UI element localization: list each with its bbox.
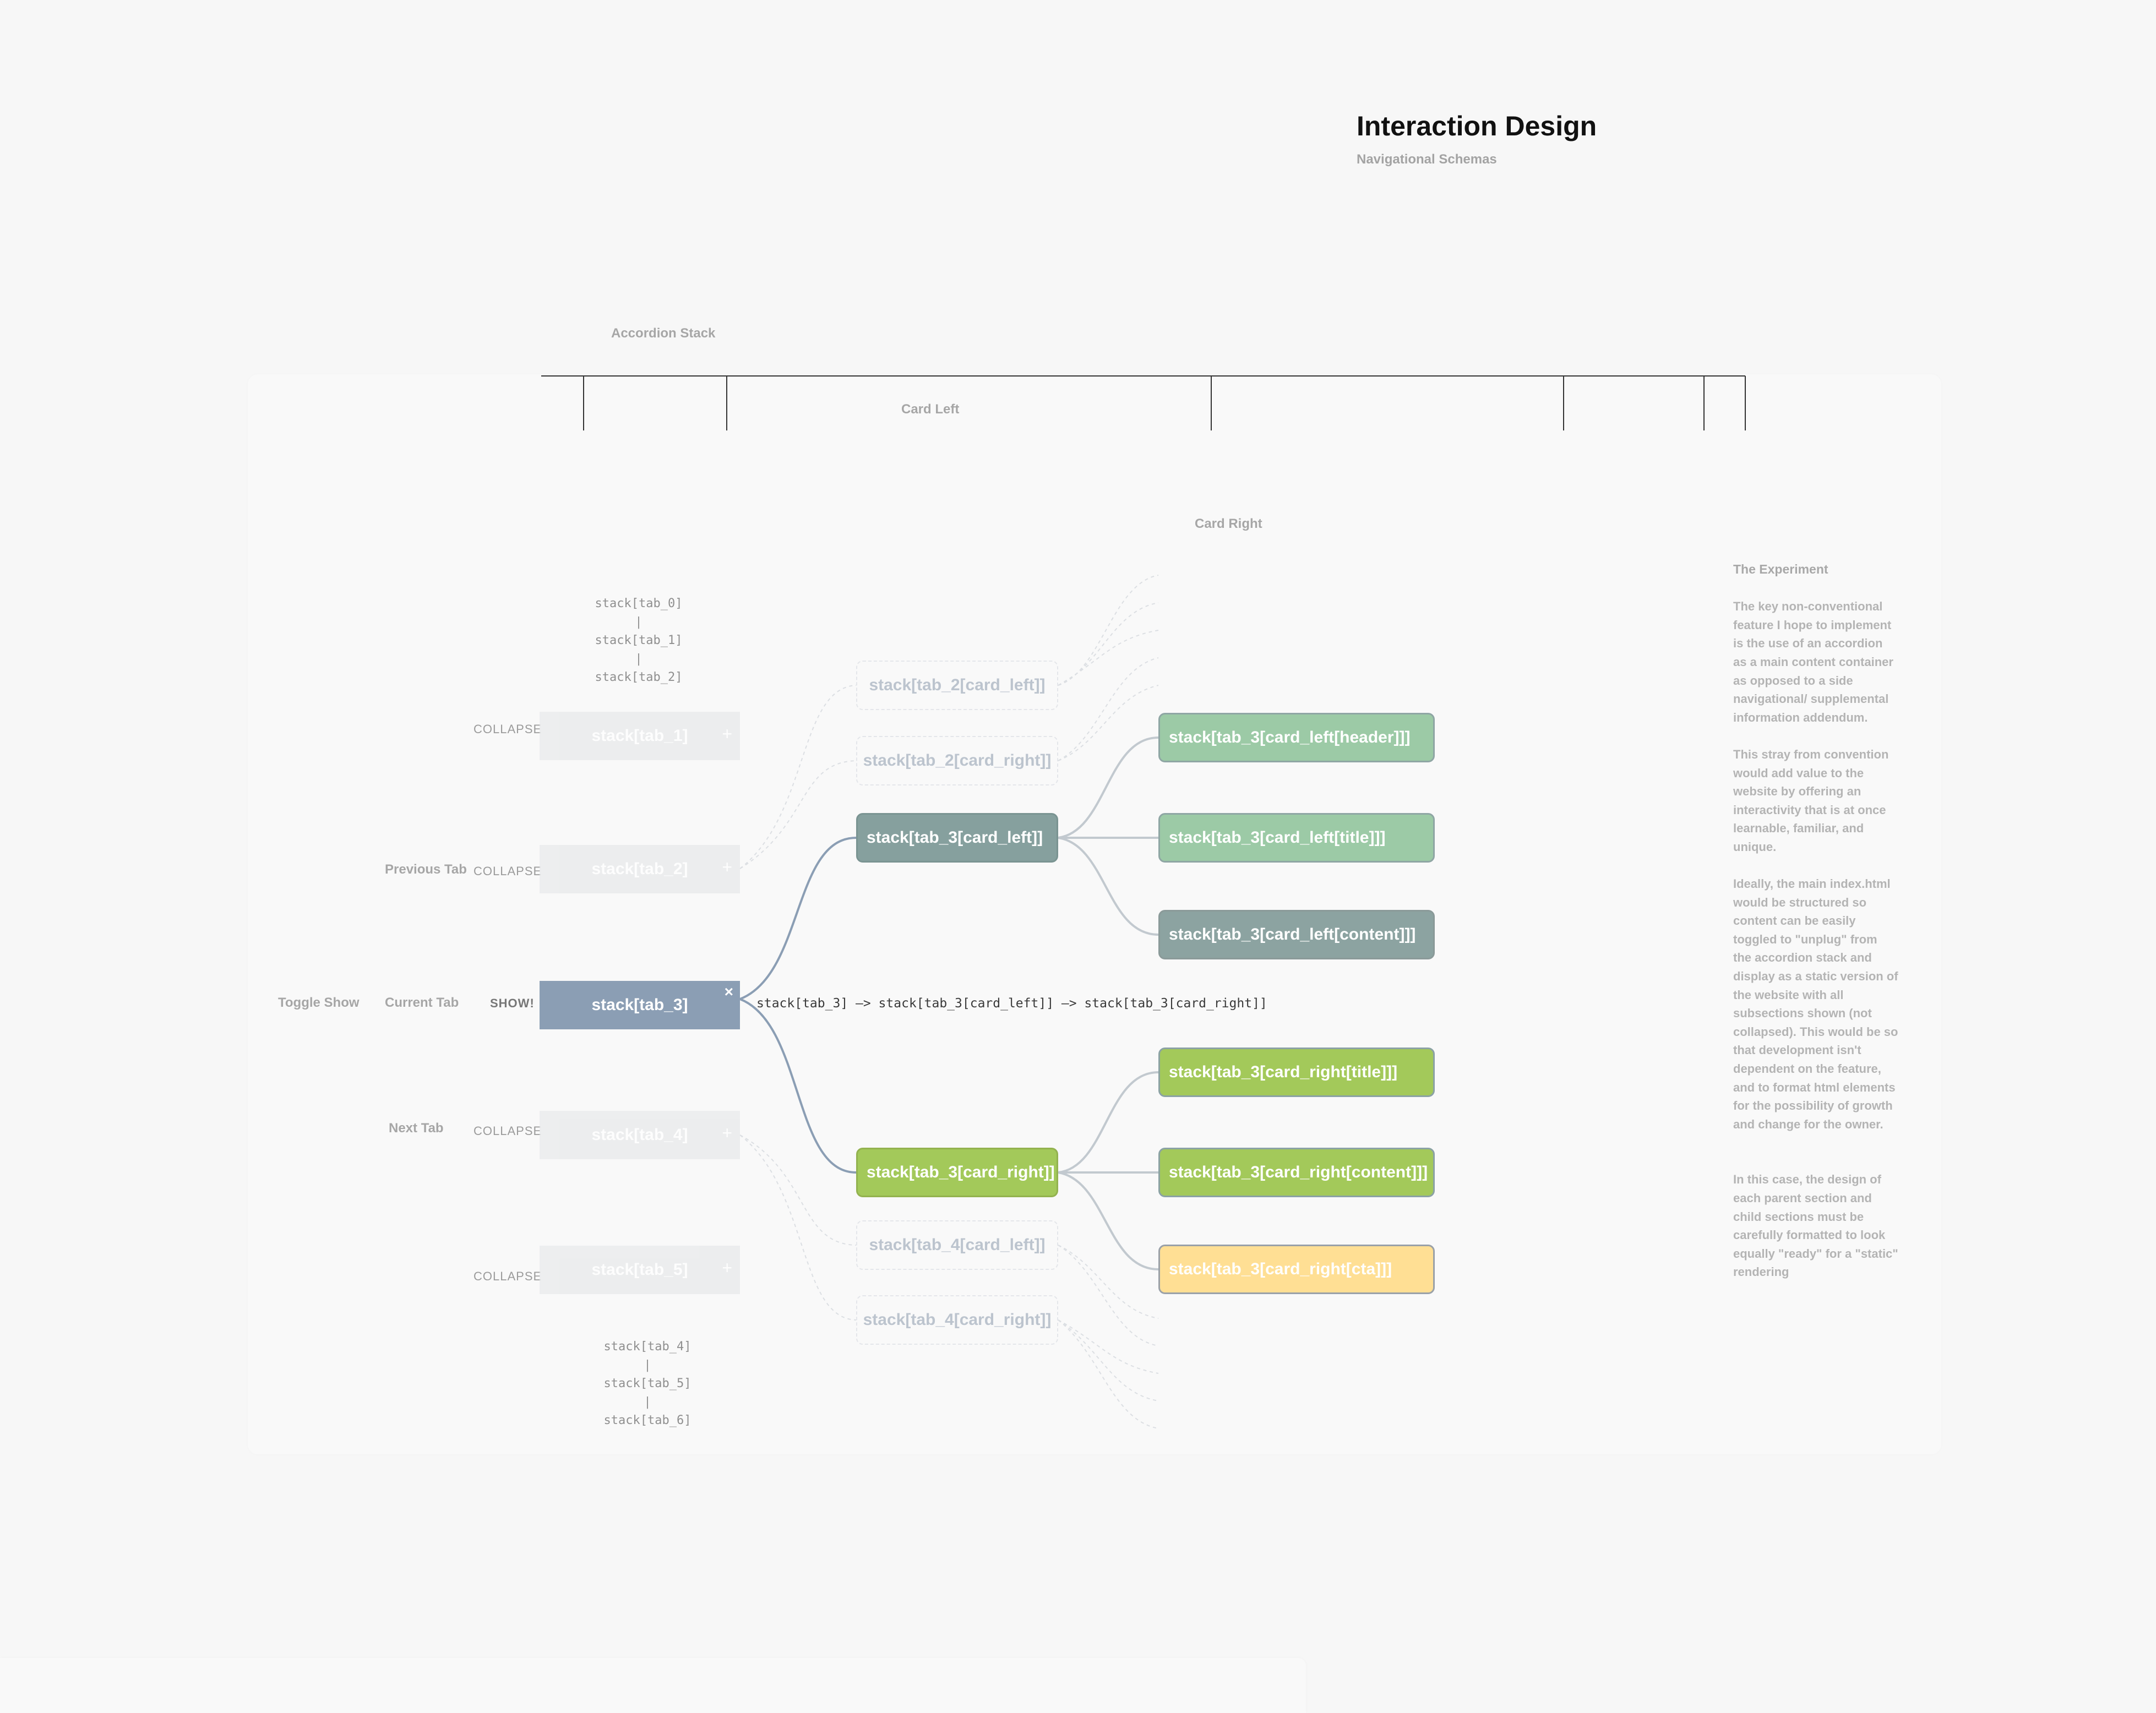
flow-annotation: stack[tab_3] —> stack[tab_3[card_left]] … xyxy=(756,996,1267,1011)
next-tab-label: Next Tab xyxy=(389,1121,444,1136)
accordion-tab-5[interactable]: stack[tab_5] + xyxy=(540,1246,740,1294)
experiment-heading: The Experiment xyxy=(1733,562,1828,576)
ghost-card-tab2-right: stack[tab_2[card_right]] xyxy=(856,736,1058,785)
stack-separator: | xyxy=(635,652,643,666)
stack-separator: | xyxy=(635,615,643,629)
tab-label: stack[tab_4] xyxy=(591,1126,688,1144)
stack-item: stack[tab_2] xyxy=(595,670,683,685)
card-left-header-node[interactable]: stack[tab_3[card_left[header]]] xyxy=(1158,713,1435,762)
top-stack-list: stack[tab_0] | stack[tab_1] | stack[tab_… xyxy=(595,594,683,687)
bottom-stack-list: stack[tab_4] | stack[tab_5] | stack[tab_… xyxy=(603,1338,692,1430)
experiment-paragraph: In this case, the design of each parent … xyxy=(1733,1172,1898,1279)
close-icon[interactable]: × xyxy=(724,983,733,1000)
card-right-cta-node[interactable]: stack[tab_3[card_right[cta]]] xyxy=(1158,1245,1435,1294)
tab-label: stack[tab_1] xyxy=(591,727,688,745)
previous-tab-label: Previous Tab xyxy=(385,862,467,877)
card-left-node[interactable]: stack[tab_3[card_left]] xyxy=(856,813,1058,863)
collapse-label[interactable]: COLLAPSE xyxy=(473,864,542,878)
ghost-card-tab2-left: stack[tab_2[card_left]] xyxy=(856,661,1058,710)
stack-item: stack[tab_4] xyxy=(603,1340,692,1354)
bottom-panel xyxy=(0,1658,1306,1713)
expand-icon[interactable]: + xyxy=(722,1123,732,1143)
stack-item: stack[tab_5] xyxy=(603,1377,692,1391)
toggle-show-label: Toggle Show xyxy=(278,995,360,1010)
experiment-paragraph: This stray from convention would add val… xyxy=(1733,747,1889,854)
card-left-title-node[interactable]: stack[tab_3[card_left[title]]] xyxy=(1158,813,1435,863)
expand-icon[interactable]: + xyxy=(722,724,732,744)
experiment-paragraph: The key non-conventional feature I hope … xyxy=(1733,599,1893,724)
page-subtitle: Navigational Schemas xyxy=(1357,152,1497,167)
card-right-title-node[interactable]: stack[tab_3[card_right[title]]] xyxy=(1158,1048,1435,1097)
accordion-tab-3-current[interactable]: stack[tab_3] × xyxy=(540,981,740,1029)
top-bracket xyxy=(541,375,1746,430)
tab-label: stack[tab_2] xyxy=(591,860,688,878)
accordion-stack-label: Accordion Stack xyxy=(611,326,716,341)
card-left-label: Card Left xyxy=(901,402,960,417)
ghost-connectors xyxy=(739,575,1159,1429)
card-right-content-node[interactable]: stack[tab_3[card_right[content]]] xyxy=(1158,1148,1435,1197)
current-tab-label: Current Tab xyxy=(385,995,459,1010)
expand-icon[interactable]: + xyxy=(722,1258,732,1278)
tab-label: stack[tab_5] xyxy=(591,1261,688,1279)
card-left-content-node[interactable]: stack[tab_3[card_left[content]]] xyxy=(1158,910,1435,959)
experiment-paragraph: Ideally, the main index.html would be st… xyxy=(1733,877,1898,1131)
ghost-card-tab4-right: stack[tab_4[card_right]] xyxy=(856,1295,1058,1345)
card-right-node[interactable]: stack[tab_3[card_right]] xyxy=(856,1148,1058,1197)
card-right-label: Card Right xyxy=(1195,516,1262,531)
experiment-notes: The Experiment The key non-conventional … xyxy=(1733,560,1898,1300)
expand-icon[interactable]: + xyxy=(722,857,732,877)
show-label[interactable]: SHOW! xyxy=(490,996,535,1010)
collapse-label[interactable]: COLLAPSE xyxy=(473,722,542,736)
accordion-tab-2[interactable]: stack[tab_2] + xyxy=(540,845,740,893)
tab-label: stack[tab_3] xyxy=(591,996,688,1014)
stack-item: stack[tab_0] xyxy=(595,597,683,610)
stack-separator: | xyxy=(644,1358,651,1372)
active-connectors xyxy=(739,737,1159,1270)
stack-item: stack[tab_1] xyxy=(595,634,683,648)
collapse-label[interactable]: COLLAPSE xyxy=(473,1124,542,1138)
diagram-panel xyxy=(248,374,1941,1454)
accordion-tab-4[interactable]: stack[tab_4] + xyxy=(540,1111,740,1159)
page-title: Interaction Design xyxy=(1357,111,1597,141)
ghost-card-tab4-left: stack[tab_4[card_left]] xyxy=(856,1220,1058,1270)
stack-separator: | xyxy=(644,1395,651,1409)
collapse-label[interactable]: COLLAPSE xyxy=(473,1269,542,1283)
accordion-tab-1[interactable]: stack[tab_1] + xyxy=(540,712,740,760)
stack-item: stack[tab_6] xyxy=(603,1414,692,1428)
